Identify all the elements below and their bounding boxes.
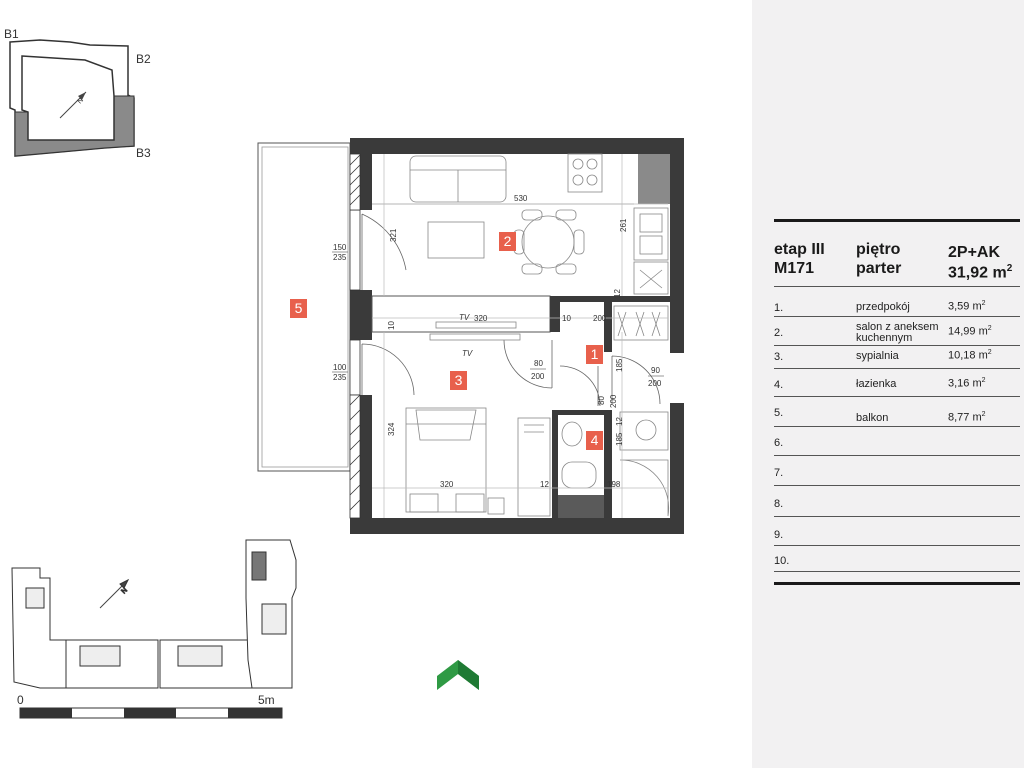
row-5-name: balkon — [856, 412, 889, 424]
apartment-walls — [350, 138, 684, 534]
row-7-divider — [774, 485, 1020, 486]
dim-530: 530 — [514, 194, 528, 203]
key-plan: N — [9, 39, 135, 157]
scale-bar — [19, 707, 283, 719]
dim-10-b: 10 — [562, 314, 571, 323]
row-9-number: 9. — [774, 529, 784, 541]
row-6-divider — [774, 455, 1020, 456]
dim-235-a: 235 — [333, 253, 347, 262]
door-swings — [361, 213, 661, 407]
row-6-number: 6. — [774, 437, 784, 449]
room-badge-3: 3 — [450, 371, 467, 390]
dim-261: 261 — [619, 218, 628, 232]
key-plan-label-b1: B1 — [4, 27, 19, 41]
row-2-number: 2. — [774, 327, 784, 339]
dim-200-a: 200 — [593, 314, 607, 323]
dimension-labels: 530 321 261 150 235 100 235 320 10 10 20… — [332, 194, 664, 489]
floor-plan-area: N B1 B2 B3 — [4, 27, 684, 719]
row-1-divider — [774, 316, 1020, 317]
floor-plan-drawing: N B1 B2 B3 — [4, 27, 684, 719]
dim-12-a: 12 — [613, 289, 622, 298]
dim-320-bottom: 320 — [440, 480, 454, 489]
dim-100: 100 — [333, 363, 347, 372]
dimension-lines — [372, 154, 668, 518]
table-bottom-rule — [774, 582, 1020, 585]
room-badge-4: 4 — [586, 431, 603, 450]
tv-label-bottom: TV — [462, 349, 473, 358]
scale-label-end: 5m — [258, 693, 275, 707]
row-7-number: 7. — [774, 467, 784, 479]
dim-200-d: 200 — [609, 394, 618, 408]
row-3-number: 3. — [774, 351, 784, 363]
row-2-name: salon z aneksem kuchennym — [856, 321, 939, 344]
row-10-number: 10. — [774, 555, 790, 567]
row-3-name: sypialnia — [856, 350, 899, 362]
row-3-area: 10,18 m2 — [948, 349, 992, 362]
scale-label-start: 0 — [17, 693, 24, 707]
dim-12-b: 12 — [615, 417, 624, 426]
dim-198: 198 — [607, 480, 621, 489]
dim-200-c: 200 — [648, 379, 662, 388]
dim-12-c: 12 — [540, 480, 549, 489]
dim-10-a: 10 — [387, 321, 396, 330]
apartment-type: 2P+AK — [948, 244, 1001, 261]
dim-90: 90 — [651, 366, 660, 375]
row-4-name: łazienka — [856, 378, 897, 390]
floor-label: piętro — [856, 241, 901, 258]
svg-text:N: N — [120, 587, 129, 596]
dim-80-a: 80 — [534, 359, 543, 368]
row-1-area: 3,59 m2 — [948, 300, 986, 313]
furniture — [372, 153, 670, 517]
dim-321: 321 — [389, 228, 398, 242]
row-5-number: 5. — [774, 407, 784, 419]
logo — [437, 660, 479, 690]
dim-80-b: 80 — [597, 396, 606, 405]
svg-text:N: N — [76, 97, 85, 106]
row-9-divider — [774, 545, 1020, 546]
site-plan: N — [11, 539, 297, 689]
header-bottom-rule — [774, 286, 1020, 287]
row-1-name: przedpokój — [856, 301, 910, 313]
key-plan-label-b3: B3 — [136, 146, 151, 160]
unit-number: M171 — [774, 260, 815, 277]
windows — [349, 153, 361, 519]
dim-320-top: 320 — [474, 314, 488, 323]
apartment-info-panel: etap III M171 piętro parter 2P+AK 31,92 … — [752, 0, 1024, 768]
row-3-divider — [774, 368, 1020, 369]
header-top-rule — [774, 219, 1020, 222]
tv-label-top: TV — [459, 313, 470, 322]
floor-value: parter — [856, 260, 902, 277]
row-8-number: 8. — [774, 498, 784, 510]
row-10-divider — [774, 571, 1020, 572]
key-plan-label-b2: B2 — [136, 52, 151, 66]
row-4-area: 3,16 m2 — [948, 377, 986, 390]
row-2-area: 14,99 m2 — [948, 325, 992, 338]
total-area: 31,92 m2 — [948, 263, 1013, 282]
row-1-number: 1. — [774, 302, 784, 314]
dim-324: 324 — [387, 422, 396, 436]
room-badge-2: 2 — [499, 232, 516, 251]
row-4-number: 4. — [774, 379, 784, 391]
row-2-divider — [774, 345, 1020, 346]
dim-185-b: 185 — [615, 432, 624, 446]
dim-200-b: 200 — [531, 372, 545, 381]
row-5-area: 8,77 m2 — [948, 411, 986, 424]
row-4-divider — [774, 396, 1020, 397]
etap-label: etap III — [774, 241, 825, 258]
dim-235-b: 235 — [333, 373, 347, 382]
row-5-divider — [774, 426, 1020, 427]
room-badge-5: 5 — [290, 299, 307, 318]
dim-150: 150 — [333, 243, 347, 252]
dim-185-a: 185 — [615, 358, 624, 372]
room-badge-1: 1 — [586, 345, 603, 364]
row-8-divider — [774, 516, 1020, 517]
